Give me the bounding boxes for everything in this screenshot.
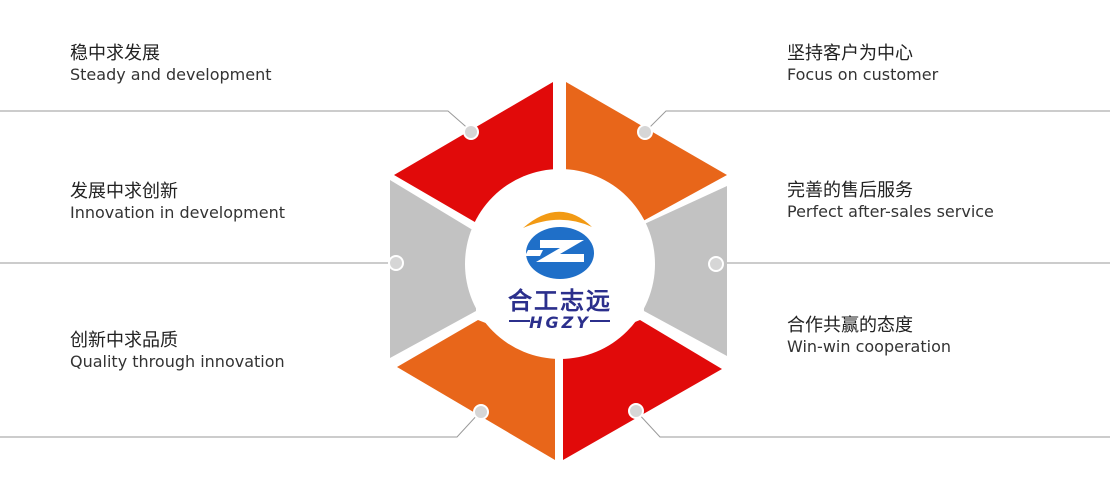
value-title: 创新中求品质 (70, 330, 178, 351)
value-title: 完善的售后服务 (787, 180, 913, 201)
value-subtitle: Win-win cooperation (787, 337, 951, 356)
segment-right (640, 186, 727, 356)
value-subtitle: Innovation in development (70, 203, 286, 222)
logo-text-cn: 合工志远 (508, 287, 612, 315)
value-item-left-3: 创新中求品质 Quality through innovation (70, 330, 285, 372)
value-subtitle: Focus on customer (787, 65, 939, 84)
connector-line-left-bottom (0, 411, 481, 438)
connector-dot-bottom-left (473, 404, 489, 420)
connector-dot-top-left (463, 124, 479, 140)
value-item-right-1: 坚持客户为中心 Focus on customer (787, 43, 938, 85)
value-item-right-2: 完善的售后服务 Perfect after-sales service (787, 180, 994, 222)
value-item-left-1: 稳中求发展 Steady and development (70, 43, 272, 85)
value-title: 稳中求发展 (70, 43, 160, 64)
value-subtitle: Steady and development (70, 65, 272, 84)
value-title: 坚持客户为中心 (787, 43, 913, 64)
value-item-right-3: 合作共赢的态度 Win-win cooperation (787, 315, 951, 357)
logo-mark-icon (523, 211, 594, 279)
logo-text-en: HGZY (529, 313, 591, 332)
segment-bottom-right (563, 320, 722, 460)
connector-dot-bottom-right (628, 403, 644, 419)
connector-line-left-top (0, 110, 473, 133)
connector-dot-top-right (637, 124, 653, 140)
value-subtitle: Quality through innovation (70, 352, 285, 371)
value-subtitle: Perfect after-sales service (787, 202, 994, 221)
value-item-left-2: 发展中求创新 Innovation in development (70, 181, 285, 223)
connector-line-right-bottom (635, 410, 1110, 438)
connector-dot-right (708, 256, 724, 272)
segment-left (390, 180, 476, 358)
connector-dot-left (388, 255, 404, 271)
connector-line-right-top (644, 110, 1110, 133)
value-title: 发展中求创新 (70, 181, 178, 202)
value-title: 合作共赢的态度 (787, 315, 913, 336)
segment-bottom-left (397, 320, 555, 460)
